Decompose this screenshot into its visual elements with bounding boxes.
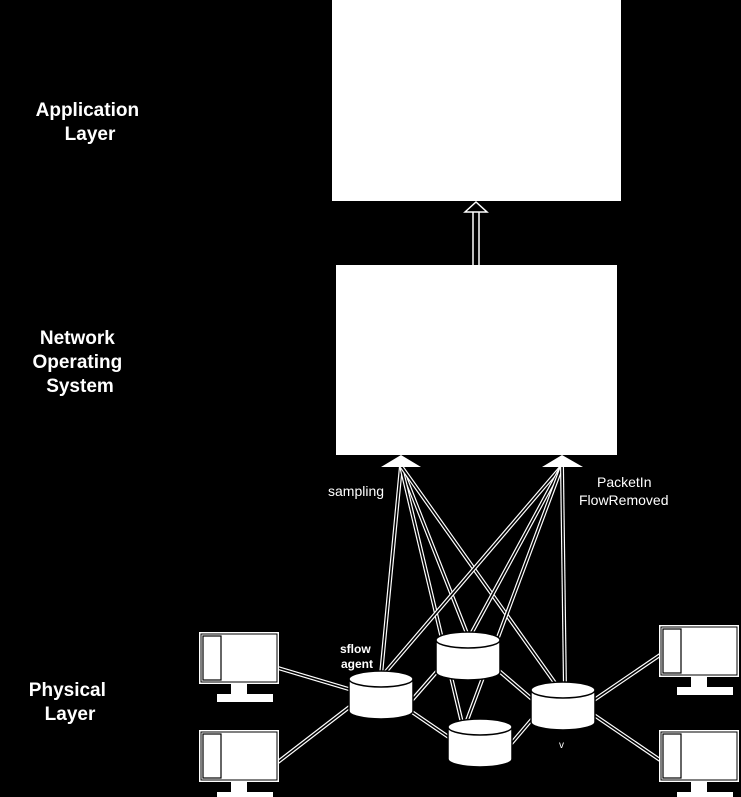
sampling-channel-a: [379, 465, 403, 676]
link-switch-d-host4: [592, 713, 662, 762]
openflow-channel-a: [381, 464, 564, 677]
packetin-label: PacketIn: [597, 474, 651, 490]
network-os-label-line2: Operating: [32, 352, 122, 373]
control-channel-lines: [379, 464, 567, 724]
sampling-channel-b: [399, 465, 470, 637]
application-layer-label: Application Layer: [36, 100, 145, 145]
link-switch-c-d: [508, 716, 535, 747]
openflow-channel-c: [464, 465, 564, 724]
switch-top: [435, 631, 501, 681]
sampling-arrowhead: [381, 455, 421, 467]
host-computer-2: [199, 730, 279, 797]
sflow-agent-label-line1: sflow: [340, 642, 371, 656]
link-switch-d-host3: [592, 653, 662, 702]
switch-sflow-agent: [348, 670, 414, 720]
network-os-label: Network Operating System: [32, 328, 127, 397]
switch-bottom: [447, 718, 513, 768]
switch-marker-label: v: [559, 740, 564, 751]
network-os-label-line3: System: [46, 376, 114, 397]
network-os-label-line1: Network: [40, 328, 115, 349]
host-computer-3: [659, 625, 739, 695]
link-host2-switch-a: [276, 703, 354, 764]
packetin-arrowhead: [542, 455, 583, 467]
sflow-agent-label: sflow agent: [340, 642, 374, 671]
application-layer-label-line1: Application: [36, 100, 139, 121]
switch-right: [530, 681, 596, 731]
host-computer-4: [659, 730, 739, 797]
switches: [348, 631, 596, 768]
physical-layer-label: Physical Layer: [29, 680, 111, 725]
sampling-channel-d: [399, 464, 562, 692]
openflow-channel-d: [560, 465, 567, 691]
host-computer-1: [199, 632, 279, 702]
link-switch-a-c: [410, 710, 452, 740]
physical-layer-label-line1: Physical: [29, 680, 106, 701]
link-host1-switch-a: [277, 666, 353, 692]
link-switch-b-d: [496, 668, 535, 702]
nos-to-app-arrow: [463, 200, 489, 265]
host-links: [276, 653, 662, 764]
sflow-agent-label-line2: agent: [341, 657, 373, 671]
openflow-channel-b: [468, 465, 564, 637]
sampling-channel-c: [399, 465, 464, 724]
flowremoved-label: FlowRemoved: [579, 492, 668, 508]
sampling-label: sampling: [328, 483, 384, 499]
link-switch-a-b: [410, 666, 442, 702]
application-layer-label-line2: Layer: [65, 124, 116, 145]
application-layer-box: [332, 0, 621, 201]
hosts: [199, 625, 739, 797]
network-os-box: [336, 265, 617, 455]
physical-layer-label-line2: Layer: [45, 704, 96, 725]
